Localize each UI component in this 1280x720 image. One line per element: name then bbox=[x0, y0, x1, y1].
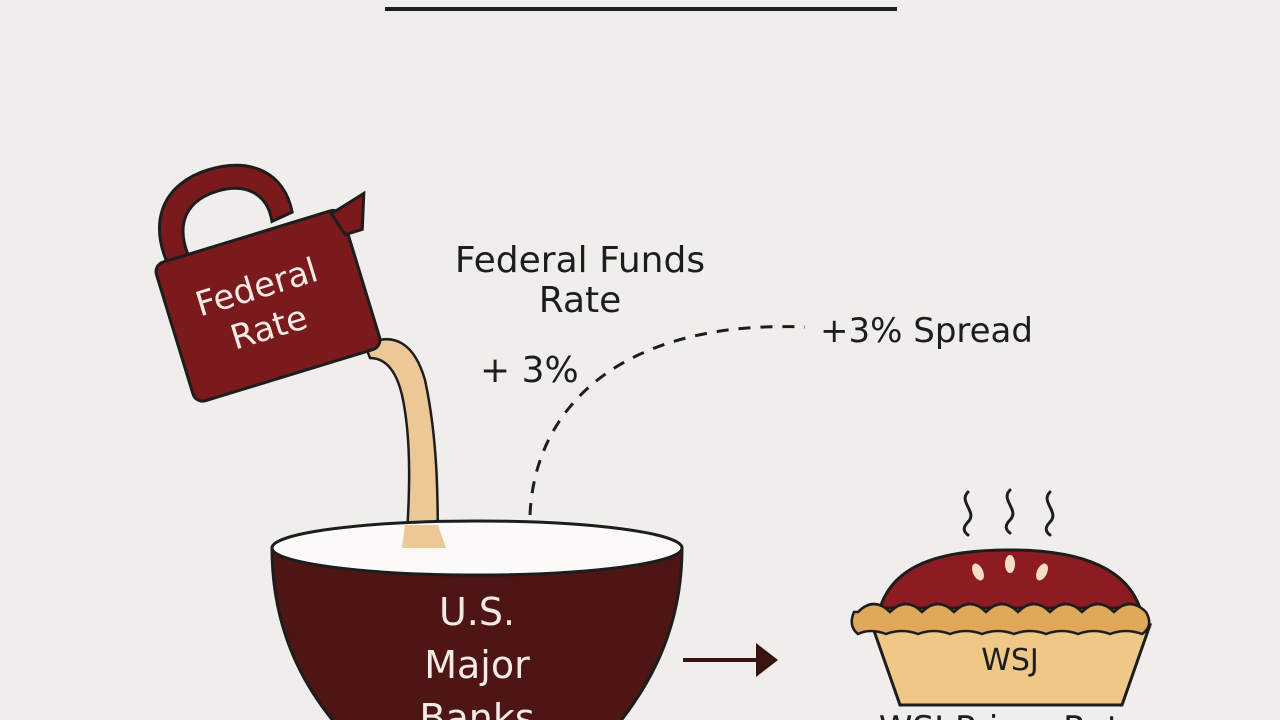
spread-label: +3% Spread bbox=[820, 311, 1033, 351]
bowl-label-line1: U.S. bbox=[439, 590, 515, 634]
jug-spout bbox=[329, 190, 366, 237]
steam-icon bbox=[962, 488, 1055, 537]
us-major-banks-bowl: U.S. Major Banks bbox=[270, 519, 684, 720]
pie-filling-top bbox=[877, 548, 1143, 610]
bowl-body bbox=[270, 546, 684, 720]
jug-handle bbox=[158, 163, 294, 286]
plus-rate-label: + 3% bbox=[480, 350, 579, 391]
pie-vent bbox=[1005, 555, 1015, 573]
pour-landing bbox=[402, 525, 446, 548]
pie-crust-edge bbox=[850, 602, 1151, 636]
federal-rate-jug: Federal Rate bbox=[154, 163, 382, 403]
wsj-pie: WSJ bbox=[850, 548, 1153, 707]
bowl-rim bbox=[270, 519, 684, 577]
jug-body bbox=[154, 208, 382, 403]
bowl-label-line3: Banks bbox=[419, 696, 534, 720]
arrow-to-pie bbox=[683, 643, 778, 677]
spread-arc bbox=[528, 325, 806, 516]
bowl-label-line2: Major bbox=[424, 643, 530, 687]
pie-caption: WSJ Prime Rate bbox=[879, 709, 1141, 720]
funds-rate-label-line1: Federal Funds bbox=[455, 240, 705, 281]
pie-vent bbox=[972, 563, 984, 581]
pie-label: WSJ bbox=[981, 643, 1039, 678]
funds-rate-label-line2: Rate bbox=[539, 280, 622, 321]
pie-vent bbox=[1036, 563, 1048, 581]
